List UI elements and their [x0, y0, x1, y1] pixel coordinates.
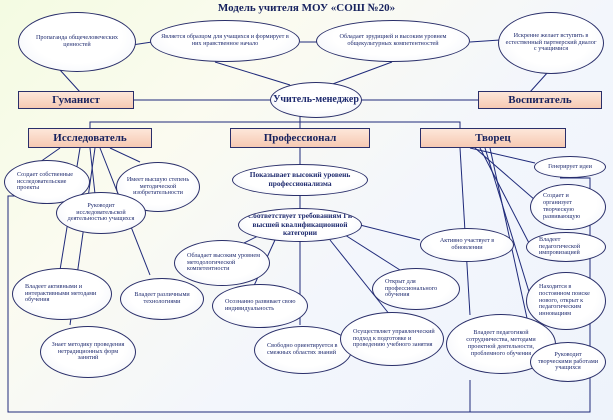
role-professional: Профессионал: [230, 128, 370, 148]
role-researcher: Исследователь: [28, 128, 152, 148]
center-teacher-manager: Учитель-менеджер: [270, 82, 362, 118]
node-erudition: Обладает эрудицией и высоким уровнем общ…: [316, 20, 470, 62]
node-prof-category: Соответствует требованиям I и высшей ква…: [238, 208, 362, 242]
node-creator-search: Находится в постоянном поиске нового, от…: [526, 272, 606, 330]
node-dialogue: Искренне желает вступить в естественный …: [498, 12, 604, 74]
node-research-methods: Владеет активными и интерактивными метод…: [12, 268, 112, 320]
node-creator-space: Создает и организует творческую развиваю…: [530, 184, 606, 230]
node-mid-orient: Свободно ориентируется в смежных областя…: [254, 326, 352, 374]
node-creator-improv: Владеет педагогической импровизацией: [526, 232, 606, 262]
node-creator-ideas: Генерирует идеи: [534, 156, 606, 178]
node-values: Пропаганда общечеловеческих ценностей: [18, 12, 136, 72]
role-creator: Творец: [420, 128, 566, 148]
node-research-nonstandard: Знает методику проведения нетрадиционных…: [40, 326, 136, 378]
role-humanist: Гуманист: [18, 91, 134, 109]
node-prof-level: Показывает высокий уровень профессионали…: [232, 164, 368, 196]
node-research-tech: Владеет различными технологиями: [120, 278, 204, 320]
node-creator-works: Руководит творческими работами учащихся: [530, 342, 606, 382]
node-mid-open: Открыт для профессионального обучения: [372, 268, 460, 310]
node-example: Является образцом для учащихся и формиру…: [150, 20, 300, 62]
diagram-title: Модель учителя МОУ «СОШ №20»: [217, 2, 396, 14]
node-mid-individuality: Осознанно развивает свою индивидуальност…: [212, 284, 308, 328]
node-research-lead: Руководит исследовательской деятельность…: [56, 192, 146, 234]
node-mid-approach: Осуществляет управленческий подход к под…: [340, 312, 444, 366]
node-mid-update: Активно участвует в обновлении: [420, 228, 514, 262]
node-mid-competence: Обладает высоким уровнем методологическо…: [174, 240, 270, 286]
role-educator: Воспитатель: [478, 91, 602, 109]
